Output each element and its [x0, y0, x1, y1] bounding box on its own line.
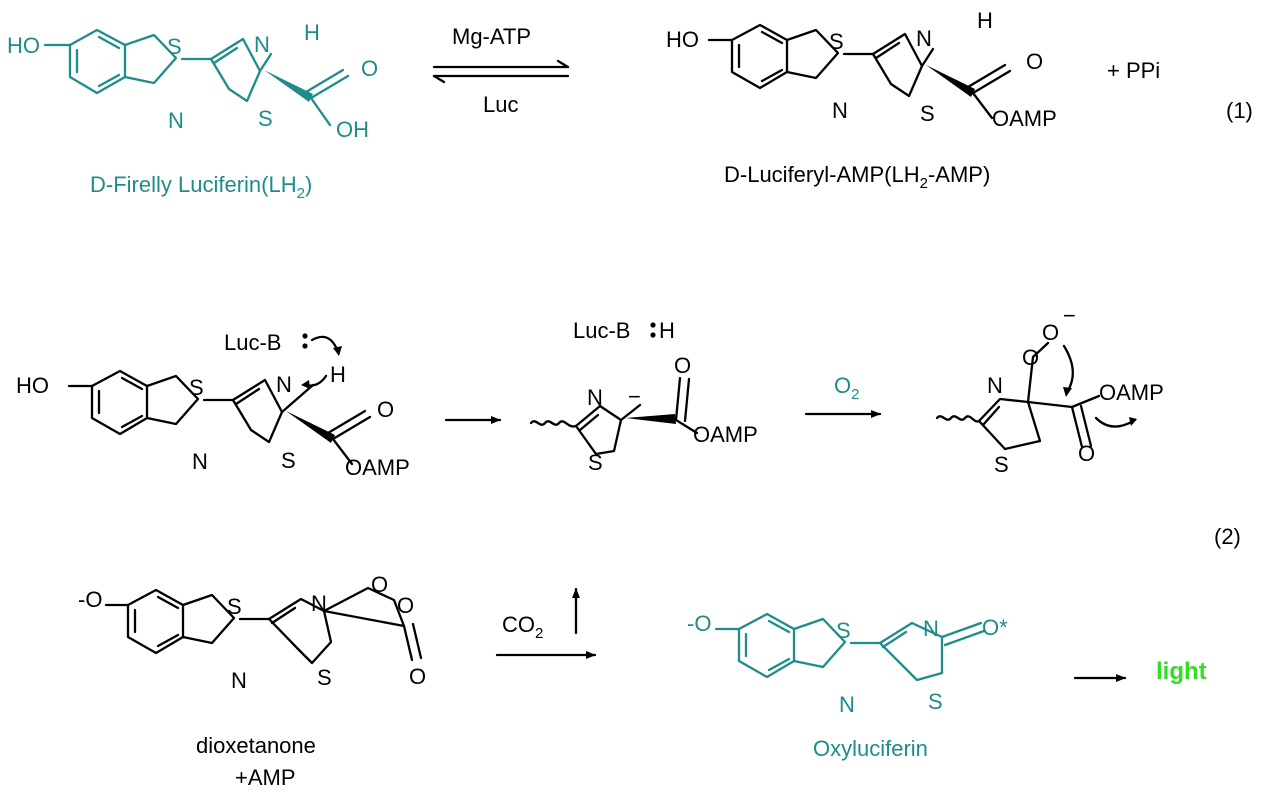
dioxetanone-caption: dioxetanone — [196, 733, 316, 758]
reaction-1-number: (1) — [1226, 98, 1253, 123]
oamp-label: OAMP — [1099, 380, 1164, 405]
oxyluciferin-structure: -O S N N S O* — [687, 611, 1008, 717]
excited-carbonyl-label: O* — [982, 615, 1008, 640]
oxygen-label: O — [397, 593, 414, 618]
nitrogen-label: N — [231, 668, 247, 693]
sulfur-label: S — [829, 29, 844, 54]
hydrogen-label: H — [977, 8, 993, 33]
nitrogen-label: N — [168, 108, 184, 133]
nitrogen-label: N — [192, 449, 208, 474]
luciferyl-amp-caption: D-Luciferyl-AMP(LH2-AMP) — [724, 162, 990, 192]
sulfur-label: S — [920, 101, 935, 126]
hydroxyl-label: HO — [7, 33, 40, 58]
peroxide-structure: N S O O − OAMP O — [935, 303, 1164, 477]
luciferyl-amp-deprotonation-structure: HO S N N H S O OAMP — [16, 362, 410, 480]
luciferin-structure: HO S N N H S O OH — [7, 20, 378, 142]
sulfur-label: S — [836, 618, 851, 643]
carbanion-charge: − — [628, 384, 641, 409]
luc-base-label: Luc-B — [224, 330, 281, 355]
nitrogen-label: N — [839, 692, 855, 717]
nitrogen-label: N — [587, 385, 603, 410]
light-label: light — [1156, 658, 1207, 685]
hydroxyl-label: OH — [336, 117, 369, 142]
reagent-luc: Luc — [483, 92, 518, 117]
sulfur-label: S — [189, 375, 204, 400]
sulfur-label: S — [281, 448, 296, 473]
sulfur-label: S — [588, 450, 603, 475]
oamp-label: OAMP — [693, 422, 758, 447]
hydroxyl-label: HO — [666, 27, 699, 52]
reagent-oxygen: O2 — [834, 373, 859, 403]
luciferin-caption: D-Firelly Luciferin(LH2) — [90, 172, 312, 202]
dioxetanone-structure: -O S N N S O O O — [78, 572, 426, 693]
reagent-mg-atp: Mg-ATP — [452, 24, 531, 49]
oxygen-label: O — [1022, 345, 1039, 370]
protonated-base-hydrogen: H — [659, 318, 675, 343]
sulfur-label: S — [928, 689, 943, 714]
peroxide-charge: − — [1063, 303, 1076, 328]
hydrogen-label: H — [304, 20, 320, 45]
oamp-label: OAMP — [992, 106, 1057, 131]
sulfur-label: S — [258, 106, 273, 131]
oxygen-label: O — [377, 397, 394, 422]
oxygen-label: O — [1042, 320, 1059, 345]
protonated-base-group: Luc-B H — [573, 318, 675, 343]
nitrogen-label: N — [276, 372, 292, 397]
oxygen-label: O — [1078, 441, 1095, 466]
amp-caption: +AMP — [235, 765, 296, 790]
oxygen-label: O — [674, 353, 691, 378]
phenolate-label: -O — [687, 611, 711, 636]
nitrogen-label: N — [923, 616, 939, 641]
nitrogen-label: N — [916, 26, 932, 51]
nitrogen-label: N — [987, 373, 1003, 398]
equilibrium-arrow — [432, 59, 570, 84]
oamp-label: OAMP — [345, 455, 410, 480]
nitrogen-label: N — [832, 98, 848, 123]
nitrogen-label: N — [311, 591, 327, 616]
oxygen-label: O — [409, 664, 426, 689]
sulfur-label: S — [317, 665, 332, 690]
phenolate-label: -O — [78, 587, 102, 612]
sulfur-label: S — [227, 594, 242, 619]
oxygen-label: O — [361, 56, 378, 81]
sulfur-label: S — [994, 452, 1009, 477]
sulfur-label: S — [167, 34, 182, 59]
oxygen-label: O — [1026, 49, 1043, 74]
hydrogen-label: H — [330, 362, 346, 387]
nitrogen-label: N — [254, 32, 270, 57]
pyrophosphate-label: + PPi — [1107, 58, 1160, 83]
oxygen-label: O — [371, 572, 388, 597]
oxyluciferin-caption: Oxyluciferin — [813, 736, 928, 761]
hydroxyl-label: HO — [16, 373, 49, 398]
luc-base-group: Luc-B — [224, 330, 342, 389]
protonated-base-label: Luc-B — [573, 318, 630, 343]
reaction-2-number: (2) — [1214, 524, 1241, 549]
carbanion-structure: N S − O OAMP — [529, 353, 758, 475]
carbon-dioxide-label: CO2 — [502, 612, 543, 642]
luciferyl-amp-structure: HO S N N H S O OAMP — [666, 8, 1057, 131]
